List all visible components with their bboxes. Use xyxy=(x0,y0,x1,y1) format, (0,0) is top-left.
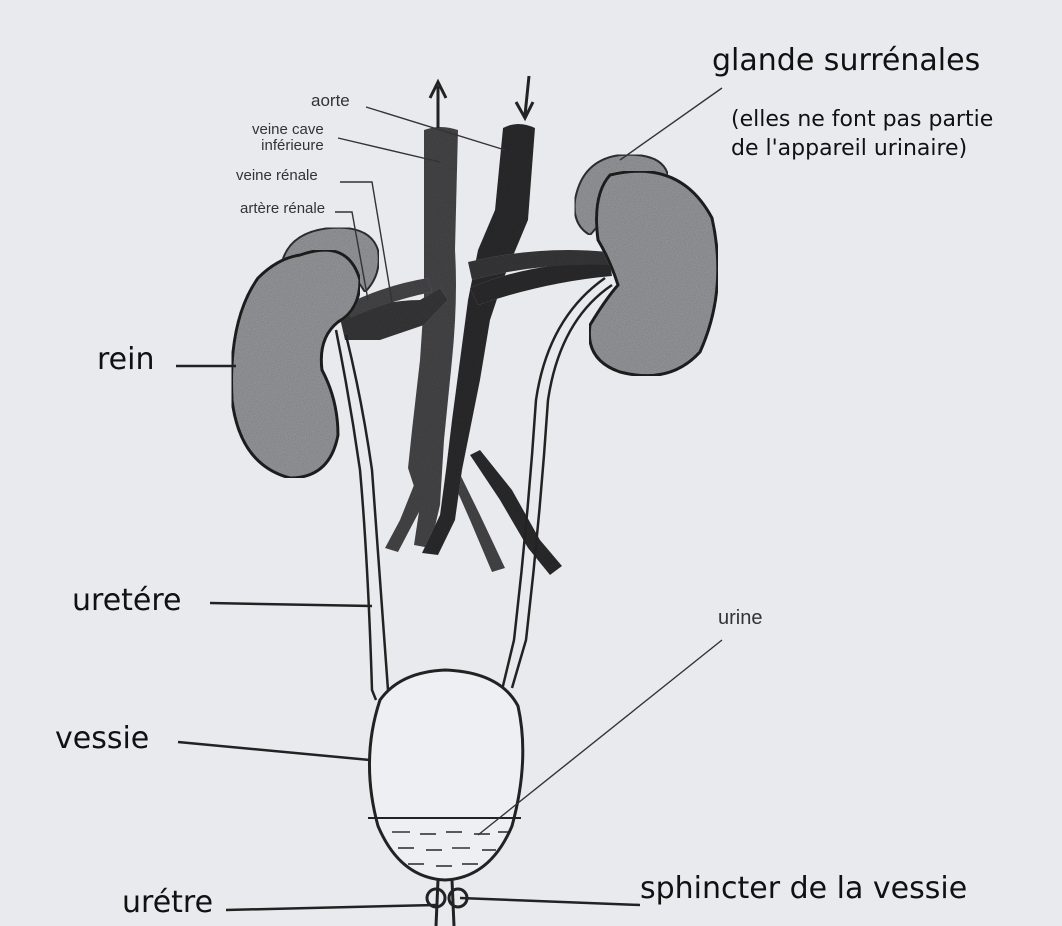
label-uretere: uretére xyxy=(72,586,182,616)
label-veine-cave-line1: veine cave xyxy=(252,122,324,138)
label-glande-surrenales: glande surrénales xyxy=(712,46,980,76)
left-kidney xyxy=(232,250,360,478)
label-aorte: aorte xyxy=(311,92,350,109)
label-rein: rein xyxy=(97,345,154,375)
label-veine-cave: veine cave inférieure xyxy=(252,122,324,154)
label-vessie: vessie xyxy=(55,724,149,754)
label-glande-note-line2: de l'appareil urinaire) xyxy=(731,135,993,164)
label-uretre: urétre xyxy=(122,888,213,918)
label-glande-note-line1: (elles ne font pas partie xyxy=(731,106,993,135)
label-glande-note: (elles ne font pas partie de l'appareil … xyxy=(731,106,993,163)
label-sphincter: sphincter de la vessie xyxy=(640,874,967,904)
label-artere-renale: artère rénale xyxy=(240,201,325,217)
vena-down-arrow-icon xyxy=(516,76,533,118)
leader-sphincter xyxy=(460,898,640,905)
leader-vessie xyxy=(178,742,370,760)
label-urine: urine xyxy=(718,608,762,628)
leader-glande xyxy=(620,88,722,160)
aorta-up-arrow-icon xyxy=(430,82,446,128)
leader-uretere xyxy=(210,603,372,606)
bladder xyxy=(368,670,523,926)
label-veine-cave-line2: inférieure xyxy=(252,138,324,154)
label-veine-renale: veine rénale xyxy=(236,168,318,184)
leader-uretre xyxy=(226,905,436,910)
